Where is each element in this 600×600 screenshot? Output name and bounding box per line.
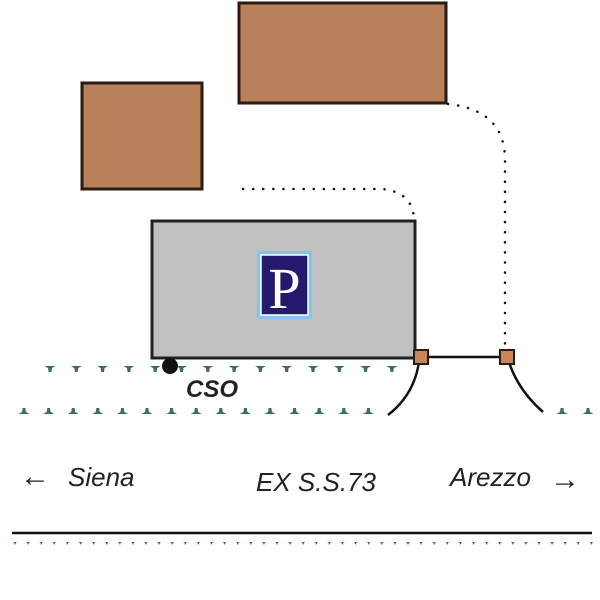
tree-marker [281,366,293,373]
parking-sign-letter: P [268,256,300,321]
tree-marker [563,542,568,545]
tree-marker [549,542,555,545]
tree-marker [497,542,502,545]
tree-marker [92,408,104,415]
siena-arrow: ← [20,460,50,493]
tree-marker [170,542,175,545]
tree-marker [25,542,31,545]
tree-marker [130,542,136,545]
tree-marker [123,366,135,373]
cso-point [162,358,178,374]
tree-marker [39,542,44,545]
tree-marker [261,542,267,545]
tree-marker [392,542,398,545]
tree-marker [556,408,568,415]
tree-marker [418,542,424,545]
tree-marker [340,542,345,545]
siena-label: Siena [68,462,135,492]
tree-marker [338,408,350,415]
tree-marker [222,542,227,545]
tree-marker [582,408,594,415]
road-label: EX S.S.73 [256,467,376,497]
tree-marker [202,366,214,373]
tree-marker [362,408,374,415]
tree-marker [274,542,280,545]
building-small [80,81,204,191]
tree-marker [405,542,411,545]
tree-marker [458,542,463,545]
tree-marker [248,542,253,545]
tree-row-lower [18,408,594,415]
tree-marker [536,542,542,545]
tree-marker [333,366,345,373]
arezzo-label: Arezzo [448,462,531,492]
tree-marker [190,408,202,415]
tree-marker [589,542,594,545]
tree-marker [576,542,581,545]
tree-marker [67,408,79,415]
dotted-path-upper [446,102,507,354]
gate-post-right [499,349,515,365]
tree-marker [254,366,266,373]
tree-marker [91,542,96,545]
tree-row-upper [44,366,398,373]
tree-marker [307,366,319,373]
tree-marker [432,542,437,545]
tree-marker [116,408,128,415]
dotted-path-lower [241,187,416,220]
tree-marker [78,542,83,545]
tree-marker [445,542,450,545]
tree-marker [239,408,251,415]
tree-marker [379,542,384,545]
tree-marker [313,408,325,415]
gate-arc-left [387,361,421,416]
tree-marker [353,542,358,545]
tree-marker [44,366,56,373]
tree-marker [12,542,18,545]
arezzo-arrow: → [550,463,580,496]
tree-marker [360,366,372,373]
tree-marker [228,366,240,373]
tree-marker [97,366,109,373]
tree-marker [301,542,306,545]
parking-sign: P [257,251,312,321]
tree-marker [196,542,201,545]
tree-row-road [12,542,594,545]
tree-marker [183,542,188,545]
building-large [237,1,448,105]
tree-marker [215,408,227,415]
tree-marker [117,542,122,545]
tree-marker [52,542,57,545]
gate-arc-right [507,361,544,413]
tree-marker [314,542,319,545]
parking-sign-fill [260,254,309,316]
tree-marker [70,366,82,373]
tree-marker [156,542,162,545]
tree-marker [104,542,109,545]
tree-marker [141,408,153,415]
tree-marker [510,542,515,545]
tree-marker [209,542,214,545]
tree-marker [235,542,240,545]
tree-marker [143,542,149,545]
tree-marker [166,408,178,415]
tree-marker [149,366,161,373]
tree-marker [65,542,70,545]
gate-post-left [413,349,429,365]
tree-marker [484,542,489,545]
tree-marker [289,408,301,415]
tree-marker [523,542,529,545]
tree-marker [43,408,55,415]
tree-marker [327,542,332,545]
tree-marker [18,408,30,415]
tree-marker [366,542,371,545]
tree-marker [264,408,276,415]
tree-marker [287,542,293,545]
cso-label: CSO [186,376,238,403]
tree-marker [471,542,476,545]
tree-marker [386,366,398,373]
tree-marker [176,366,187,373]
